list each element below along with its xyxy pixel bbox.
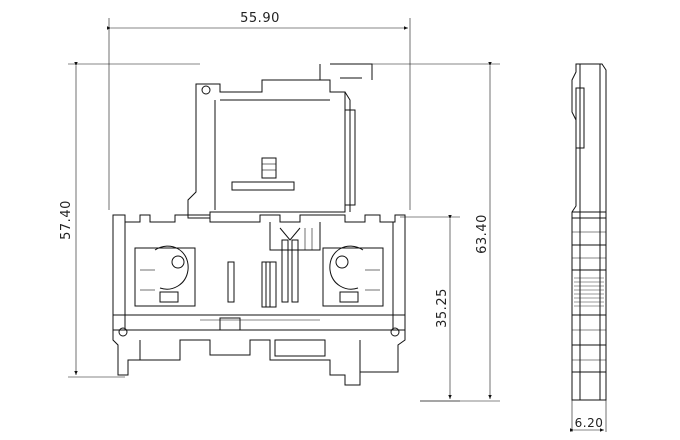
dimension-height-left: 57.40 (59, 61, 200, 378)
side-view-ribs (574, 277, 604, 307)
dim-label-width: 55.90 (240, 11, 280, 26)
dim-label-height-mid: 35.25 (435, 288, 450, 328)
dimension-side-width: 6.20 (569, 400, 607, 432)
side-view (571, 63, 607, 401)
dim-label-height-left: 57.40 (59, 200, 74, 240)
dimension-height-right: 63.40 (330, 61, 500, 402)
front-view (112, 63, 406, 386)
dimension-height-mid: 35.25 (400, 214, 460, 402)
dim-label-height-right: 63.40 (475, 214, 490, 254)
dimension-width-top: 55.90 (106, 11, 411, 210)
dim-label-side-width: 6.20 (575, 416, 604, 430)
